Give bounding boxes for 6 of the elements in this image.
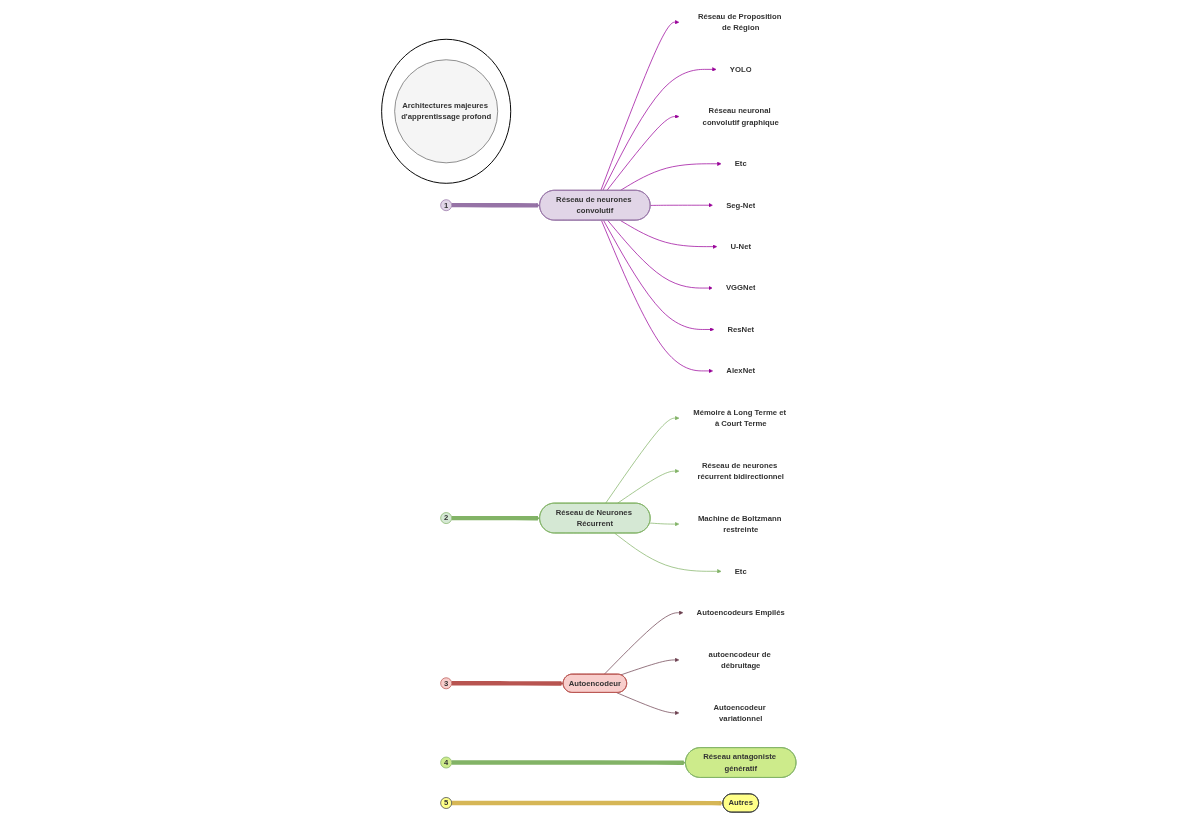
arrow bbox=[451, 203, 541, 208]
arrow bbox=[451, 800, 724, 806]
arrow bbox=[451, 515, 541, 521]
arrow bbox=[451, 681, 564, 686]
arrow bbox=[451, 760, 686, 765]
cluster bbox=[381, 38, 512, 184]
